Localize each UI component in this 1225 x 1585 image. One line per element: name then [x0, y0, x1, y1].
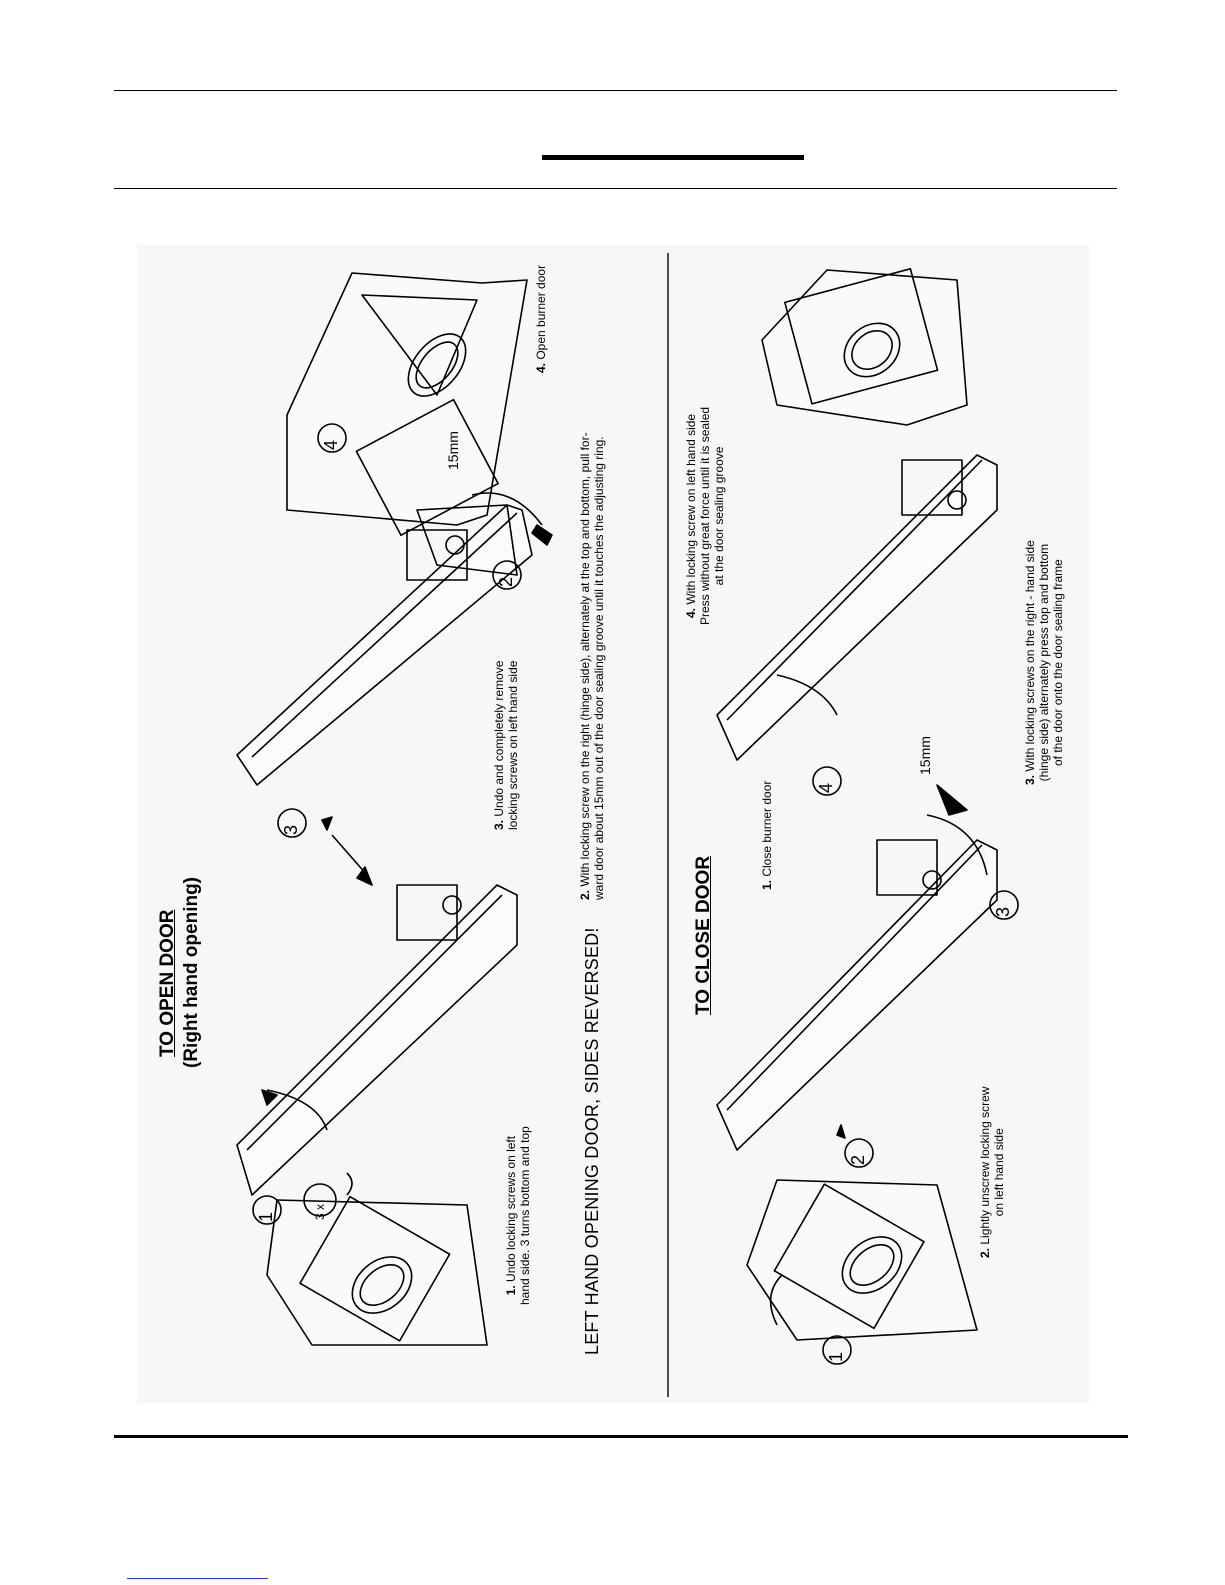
close-gap-label: 15mm: [917, 736, 933, 775]
marker-3-open: [277, 808, 307, 838]
marker-1-open-label: 1: [256, 1211, 276, 1222]
close-step-3-caption: 3. With locking screws on the right - ha…: [1023, 540, 1065, 785]
open-door-subheading: (Right hand opening): [181, 876, 202, 1068]
marker-2-open-label: 2: [496, 576, 516, 587]
marker-1-close: [822, 1335, 852, 1365]
housing-box-top-right: [236, 492, 553, 786]
marker-3-open-label: 3: [281, 824, 301, 835]
marker-2-close: [844, 1138, 874, 1168]
marker-4-close: [812, 766, 842, 796]
housing-box-bottom-left: [716, 784, 998, 1151]
left-hand-warning: LEFT HAND OPENING DOOR, SIDES REVERSED!: [582, 927, 602, 1355]
close-step-4-caption: 4. With locking screw on left hand side …: [684, 406, 726, 625]
door-panel-open-4: [286, 272, 528, 537]
door-panel-open-1: [266, 1172, 488, 1346]
marker-4-close-label: 4: [816, 782, 836, 793]
marker-4-open-label: 4: [321, 439, 341, 450]
footer-link-underline: [127, 1578, 268, 1579]
open-turns-label: 3 x: [313, 1203, 327, 1220]
open-step-4-caption: 4. Open burner door: [534, 264, 548, 373]
marker-2-close-label: 2: [848, 1154, 868, 1165]
door-instruction-figure: TO OPEN DOOR (Right hand opening) 1. Und…: [137, 245, 1089, 1403]
marker-1-open: [252, 1195, 282, 1225]
marker-1-close-label: 1: [826, 1351, 846, 1362]
technical-illustration: [236, 253, 1019, 1397]
marker-2-open: [492, 560, 522, 590]
turns-marker: [303, 1183, 337, 1217]
marker-4-open: [317, 423, 347, 453]
open-gap-label: 15mm: [445, 431, 461, 470]
close-step-1-caption: 1. Close burner door: [760, 780, 774, 890]
marker-3-close: [989, 890, 1019, 920]
door-panel-close-1: [746, 1179, 978, 1341]
header-rule-top: [114, 90, 1117, 91]
housing-box-bottom-right: [716, 454, 998, 761]
open-door-heading: TO OPEN DOOR: [157, 909, 178, 1057]
footer-rule: [114, 1435, 1128, 1438]
housing-box-top-left: [236, 884, 518, 1196]
close-step-2-caption: 2. Lightly unscrew locking screw on left…: [978, 1086, 1006, 1258]
marker-3-close-label: 3: [993, 906, 1013, 917]
open-step-2-caption: 2. With locking screw on the right (hing…: [578, 432, 606, 900]
header-title-bar: [542, 155, 804, 160]
open-step-3-caption: 3. Undo and completely remove locking sc…: [492, 660, 520, 830]
door-panel-close-top: [761, 267, 968, 426]
open-step-1-caption: 1. Undo locking screws on left hand side…: [504, 1126, 532, 1305]
header-rule-bottom: [114, 188, 1117, 189]
close-door-heading: TO CLOSE DOOR: [693, 855, 714, 1015]
